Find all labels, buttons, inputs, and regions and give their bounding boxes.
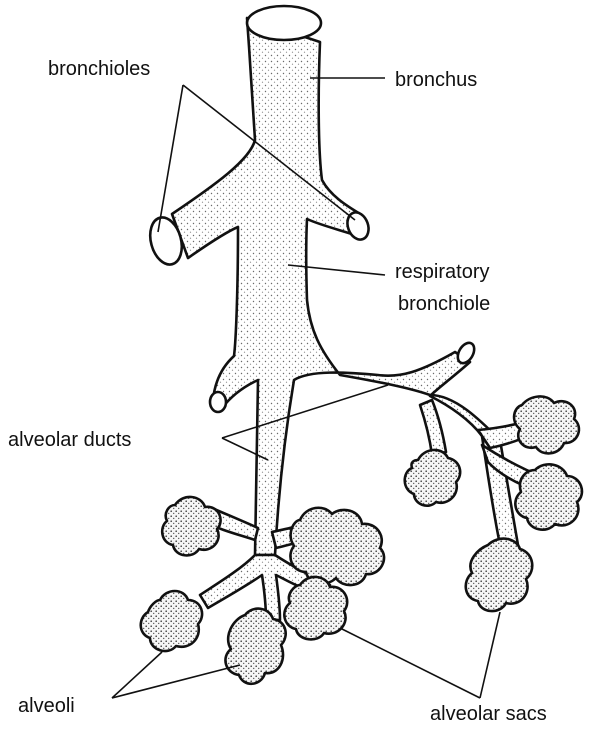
sac-lower-right bbox=[466, 539, 533, 611]
bronchus bbox=[172, 18, 518, 555]
sac-upper-left bbox=[162, 497, 220, 555]
label-alveolar-ducts: alveolar ducts bbox=[8, 429, 131, 451]
sac-right bbox=[515, 464, 582, 529]
duct-left-middle bbox=[420, 400, 446, 455]
left-stub-opening bbox=[210, 392, 226, 412]
label-bronchioles: bronchioles bbox=[48, 58, 150, 80]
sac-bottom-right bbox=[284, 577, 347, 639]
sac-middle-left bbox=[405, 450, 460, 506]
bronchus-opening bbox=[247, 6, 321, 40]
label-alveoli: alveoli bbox=[18, 695, 75, 717]
leader-alveolar-ducts-up bbox=[222, 385, 388, 438]
sac-upper-right bbox=[514, 396, 579, 453]
sac-lower-left bbox=[141, 591, 202, 651]
leader-alveolar-sacs-right bbox=[480, 612, 500, 698]
label-bronchus: bronchus bbox=[395, 69, 477, 91]
leader-alveolar-sacs-left bbox=[340, 628, 480, 698]
label-respiratory-bronchiole: bronchiole bbox=[398, 293, 490, 315]
label-respiratory: respiratory bbox=[395, 261, 489, 283]
leader-alveoli-right bbox=[112, 665, 240, 698]
sac-bottom-center bbox=[225, 609, 285, 684]
label-alveolar-sacs: alveolar sacs bbox=[430, 703, 547, 725]
